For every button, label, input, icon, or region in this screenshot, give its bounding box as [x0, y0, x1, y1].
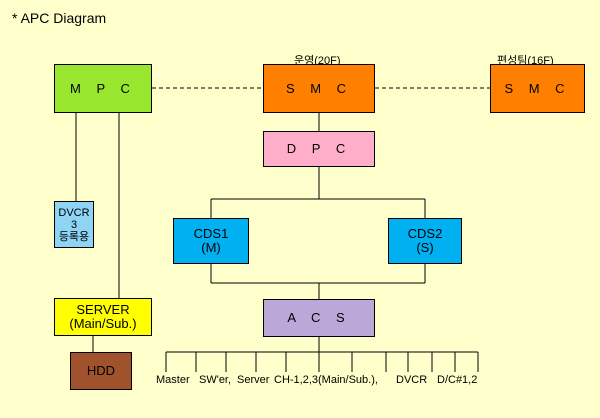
server-label: SERVER: [76, 302, 130, 317]
output-label-server: Server: [237, 374, 270, 386]
cds1-role: (M): [201, 240, 221, 255]
cds2-role: (S): [416, 240, 434, 255]
smc-operation-node: S M C: [263, 64, 375, 113]
cds2-node: CDS2 (S): [388, 218, 462, 264]
diagram-title: * APC Diagram: [12, 10, 107, 26]
mpc-node: M P C: [54, 64, 152, 113]
cds2-label: CDS2: [407, 226, 443, 241]
cds1-node: CDS1 (M): [173, 218, 249, 264]
output-label-dc: D/C#1,2: [437, 374, 478, 386]
server-role: (Main/Sub.): [69, 316, 137, 331]
server-node: SERVER (Main/Sub.): [54, 298, 152, 336]
hdd-node: HDD: [70, 352, 132, 390]
output-label-dvcr: DVCR: [396, 374, 428, 386]
acs-node: A C S: [263, 299, 375, 337]
smc-editing-node: S M C: [490, 64, 585, 113]
cds1-label: CDS1: [193, 226, 229, 241]
output-label-switcher: SW'er,: [199, 374, 232, 386]
output-label-channels: CH-1,2,3(Main/Sub.),: [274, 374, 378, 386]
dpc-node: D P C: [263, 131, 375, 167]
dvcr-count: 3: [70, 218, 78, 231]
dvcr-purpose: 등록용: [58, 230, 90, 243]
output-label-master: Master: [156, 374, 190, 386]
dvcr-label: DVCR: [58, 206, 90, 219]
dvcr-node: DVCR 3 등록용: [54, 201, 94, 248]
